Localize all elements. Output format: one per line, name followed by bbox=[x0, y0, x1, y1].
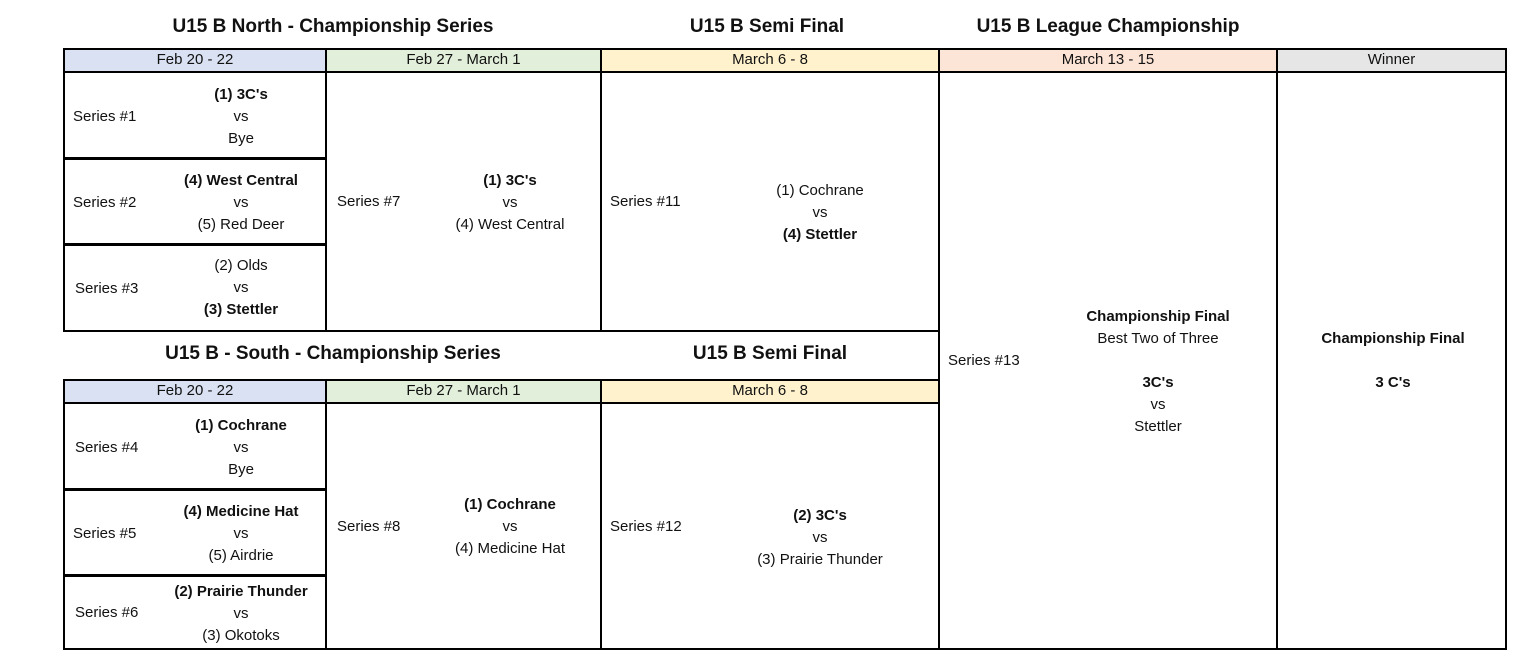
matchup: (2) 3C's vs (3) Prairie Thunder bbox=[757, 505, 883, 571]
team-1: (1) 3C's bbox=[214, 86, 268, 103]
team-1: (1) Cochrane bbox=[195, 417, 287, 434]
vs-text: vs bbox=[812, 204, 828, 221]
vs-text: vs bbox=[233, 194, 249, 211]
vs-text: vs bbox=[812, 529, 828, 546]
matchup: (2) Olds vs (3) Stettler bbox=[204, 255, 278, 321]
header-round1-top: Feb 20 - 22 bbox=[63, 48, 327, 73]
team-2: Stettler bbox=[1134, 418, 1182, 435]
series-3-cell: Series #3 (2) Olds vs (3) Stettler bbox=[63, 243, 327, 332]
team-1: (2) 3C's bbox=[793, 507, 847, 524]
header-semi-top: March 6 - 8 bbox=[600, 48, 940, 73]
series-label: Series #4 bbox=[75, 439, 139, 456]
team-2: (4) Medicine Hat bbox=[454, 540, 566, 557]
league-championship-title: U15 B League Championship bbox=[976, 16, 1240, 37]
team-1: (1) Cochrane bbox=[464, 496, 556, 513]
matchup: (2) Prairie Thunder vs (3) Okotoks bbox=[174, 581, 307, 647]
series-label: Series #8 bbox=[337, 518, 401, 535]
vs-text: vs bbox=[502, 194, 518, 211]
series-4-cell: Series #4 (1) Cochrane vs Bye bbox=[63, 402, 327, 491]
series-label: Series #3 bbox=[75, 280, 139, 297]
vs-text: vs bbox=[502, 518, 518, 535]
series-label: Series #6 bbox=[75, 604, 139, 621]
team-2: (4) West Central bbox=[455, 216, 565, 233]
series-5-cell: Series #5 (4) Medicine Hat vs (5) Airdri… bbox=[63, 488, 327, 577]
series-7-cell: Series #7 (1) 3C's vs (4) West Central bbox=[325, 71, 602, 332]
header-final: March 13 - 15 bbox=[938, 48, 1278, 73]
spacer bbox=[1321, 350, 1464, 372]
series-1-cell: Series #1 (1) 3C's vs Bye bbox=[63, 71, 327, 160]
north-title: U15 B North - Championship Series bbox=[172, 16, 494, 37]
vs-text: vs bbox=[233, 108, 249, 125]
series-label: Series #13 bbox=[948, 352, 1020, 369]
championship-matchup: Championship Final Best Two of Three 3C'… bbox=[1086, 306, 1229, 438]
format-text: Best Two of Three bbox=[1097, 330, 1219, 347]
south-title: U15 B - South - Championship Series bbox=[165, 343, 501, 364]
spacer bbox=[1086, 350, 1229, 372]
matchup: (1) 3C's vs Bye bbox=[214, 84, 268, 150]
series-11-cell: Series #11 (1) Cochrane vs (4) Stettler bbox=[600, 71, 940, 332]
series-12-cell: Series #12 (2) 3C's vs (3) Prairie Thund… bbox=[600, 402, 940, 650]
header-round2-top: Feb 27 - March 1 bbox=[325, 48, 602, 73]
championship-final-label: Championship Final bbox=[1086, 308, 1230, 325]
header-round1-bottom: Feb 20 - 22 bbox=[63, 379, 327, 404]
vs-text: vs bbox=[233, 605, 249, 622]
matchup: (1) 3C's vs (4) West Central bbox=[456, 170, 565, 236]
winner-team: 3 C's bbox=[1375, 374, 1411, 391]
team-1: (1) 3C's bbox=[483, 172, 537, 189]
vs-text: vs bbox=[1150, 396, 1166, 413]
series-8-cell: Series #8 (1) Cochrane vs (4) Medicine H… bbox=[325, 402, 602, 650]
series-label: Series #5 bbox=[73, 525, 137, 542]
team-1: 3C's bbox=[1142, 374, 1174, 391]
header-semi-bottom: March 6 - 8 bbox=[600, 379, 940, 404]
matchup: (4) West Central vs (5) Red Deer bbox=[184, 170, 298, 236]
matchup: (1) Cochrane vs Bye bbox=[195, 415, 287, 481]
team-2: Bye bbox=[228, 461, 254, 478]
team-2: (3) Prairie Thunder bbox=[757, 551, 883, 568]
series-label: Series #11 bbox=[610, 193, 681, 210]
series-label: Series #12 bbox=[610, 518, 682, 535]
team-2: (3) Stettler bbox=[203, 301, 279, 318]
team-1: (2) Olds bbox=[214, 257, 268, 274]
matchup: (1) Cochrane vs (4) Medicine Hat bbox=[455, 494, 565, 560]
team-1: (4) West Central bbox=[184, 172, 298, 189]
series-2-cell: Series #2 (4) West Central vs (5) Red De… bbox=[63, 157, 327, 246]
winner-content: Championship Final 3 C's bbox=[1321, 328, 1464, 394]
team-1: (1) Cochrane bbox=[776, 182, 864, 199]
team-2: (3) Okotoks bbox=[202, 627, 280, 644]
vs-text: vs bbox=[233, 525, 249, 542]
team-2: (5) Red Deer bbox=[197, 216, 285, 233]
header-winner: Winner bbox=[1276, 48, 1507, 73]
semi-final-title-bottom: U15 B Semi Final bbox=[692, 343, 848, 364]
championship-final-label: Championship Final bbox=[1321, 330, 1465, 347]
team-2: (5) Airdrie bbox=[208, 547, 274, 564]
vs-text: vs bbox=[233, 439, 249, 456]
team-2: Bye bbox=[228, 130, 254, 147]
matchup: (1) Cochrane vs (4) Stettler bbox=[776, 180, 864, 246]
team-1: (4) Medicine Hat bbox=[183, 503, 299, 520]
header-round2-bottom: Feb 27 - March 1 bbox=[325, 379, 602, 404]
series-label: Series #1 bbox=[73, 108, 137, 125]
semi-final-title-top: U15 B Semi Final bbox=[689, 16, 845, 37]
series-13-cell: Series #13 Championship Final Best Two o… bbox=[938, 71, 1278, 650]
series-label: Series #2 bbox=[73, 194, 137, 211]
winner-cell: Championship Final 3 C's bbox=[1276, 71, 1507, 650]
vs-text: vs bbox=[233, 279, 249, 296]
team-1: (2) Prairie Thunder bbox=[174, 583, 308, 600]
matchup: (4) Medicine Hat vs (5) Airdrie bbox=[183, 501, 298, 567]
series-label: Series #7 bbox=[337, 193, 401, 210]
series-6-cell: Series #6 (2) Prairie Thunder vs (3) Oko… bbox=[63, 574, 327, 650]
team-2: (4) Stettler bbox=[782, 226, 858, 243]
